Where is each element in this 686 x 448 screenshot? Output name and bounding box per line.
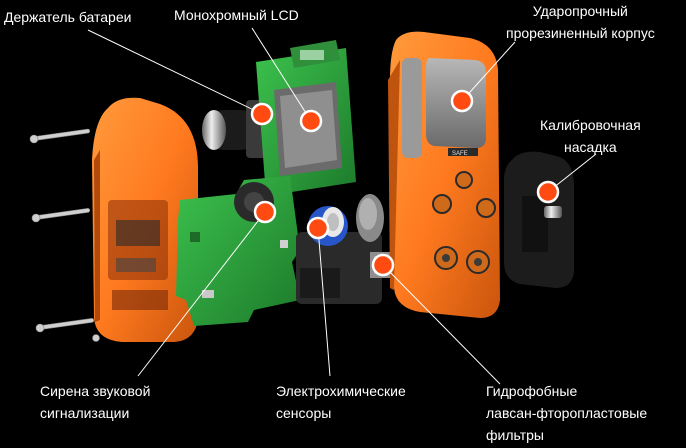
marker-battery-holder <box>250 102 274 126</box>
front-case: SAFE <box>388 31 500 319</box>
marker-calibration <box>536 180 560 204</box>
leader-lines <box>87 27 597 385</box>
marker-siren <box>253 200 277 224</box>
label-siren: Сирена звуковой сигнализации <box>40 383 151 421</box>
label-case: Ударопрочный прорезиненный корпус <box>506 3 655 41</box>
marker-filters <box>371 253 395 277</box>
callout-markers <box>250 89 560 277</box>
case-logo: SAFE <box>452 151 468 157</box>
back-case <box>92 97 198 342</box>
label-filters: Гидрофобные лавсан-фторопластовые фильтр… <box>486 383 648 443</box>
screws <box>29 128 100 342</box>
calibration-cap <box>504 151 574 288</box>
marker-sensors <box>306 216 330 240</box>
marker-lcd <box>299 109 323 133</box>
label-battery-holder: Держатель батареи <box>4 9 132 25</box>
label-lcd: Монохромный LCD <box>174 7 299 23</box>
label-calibration: Калибровочная насадка <box>540 117 641 155</box>
label-sensors: Электрохимические сенсоры <box>276 383 406 421</box>
sensor-block <box>296 194 384 304</box>
marker-case <box>450 89 474 113</box>
